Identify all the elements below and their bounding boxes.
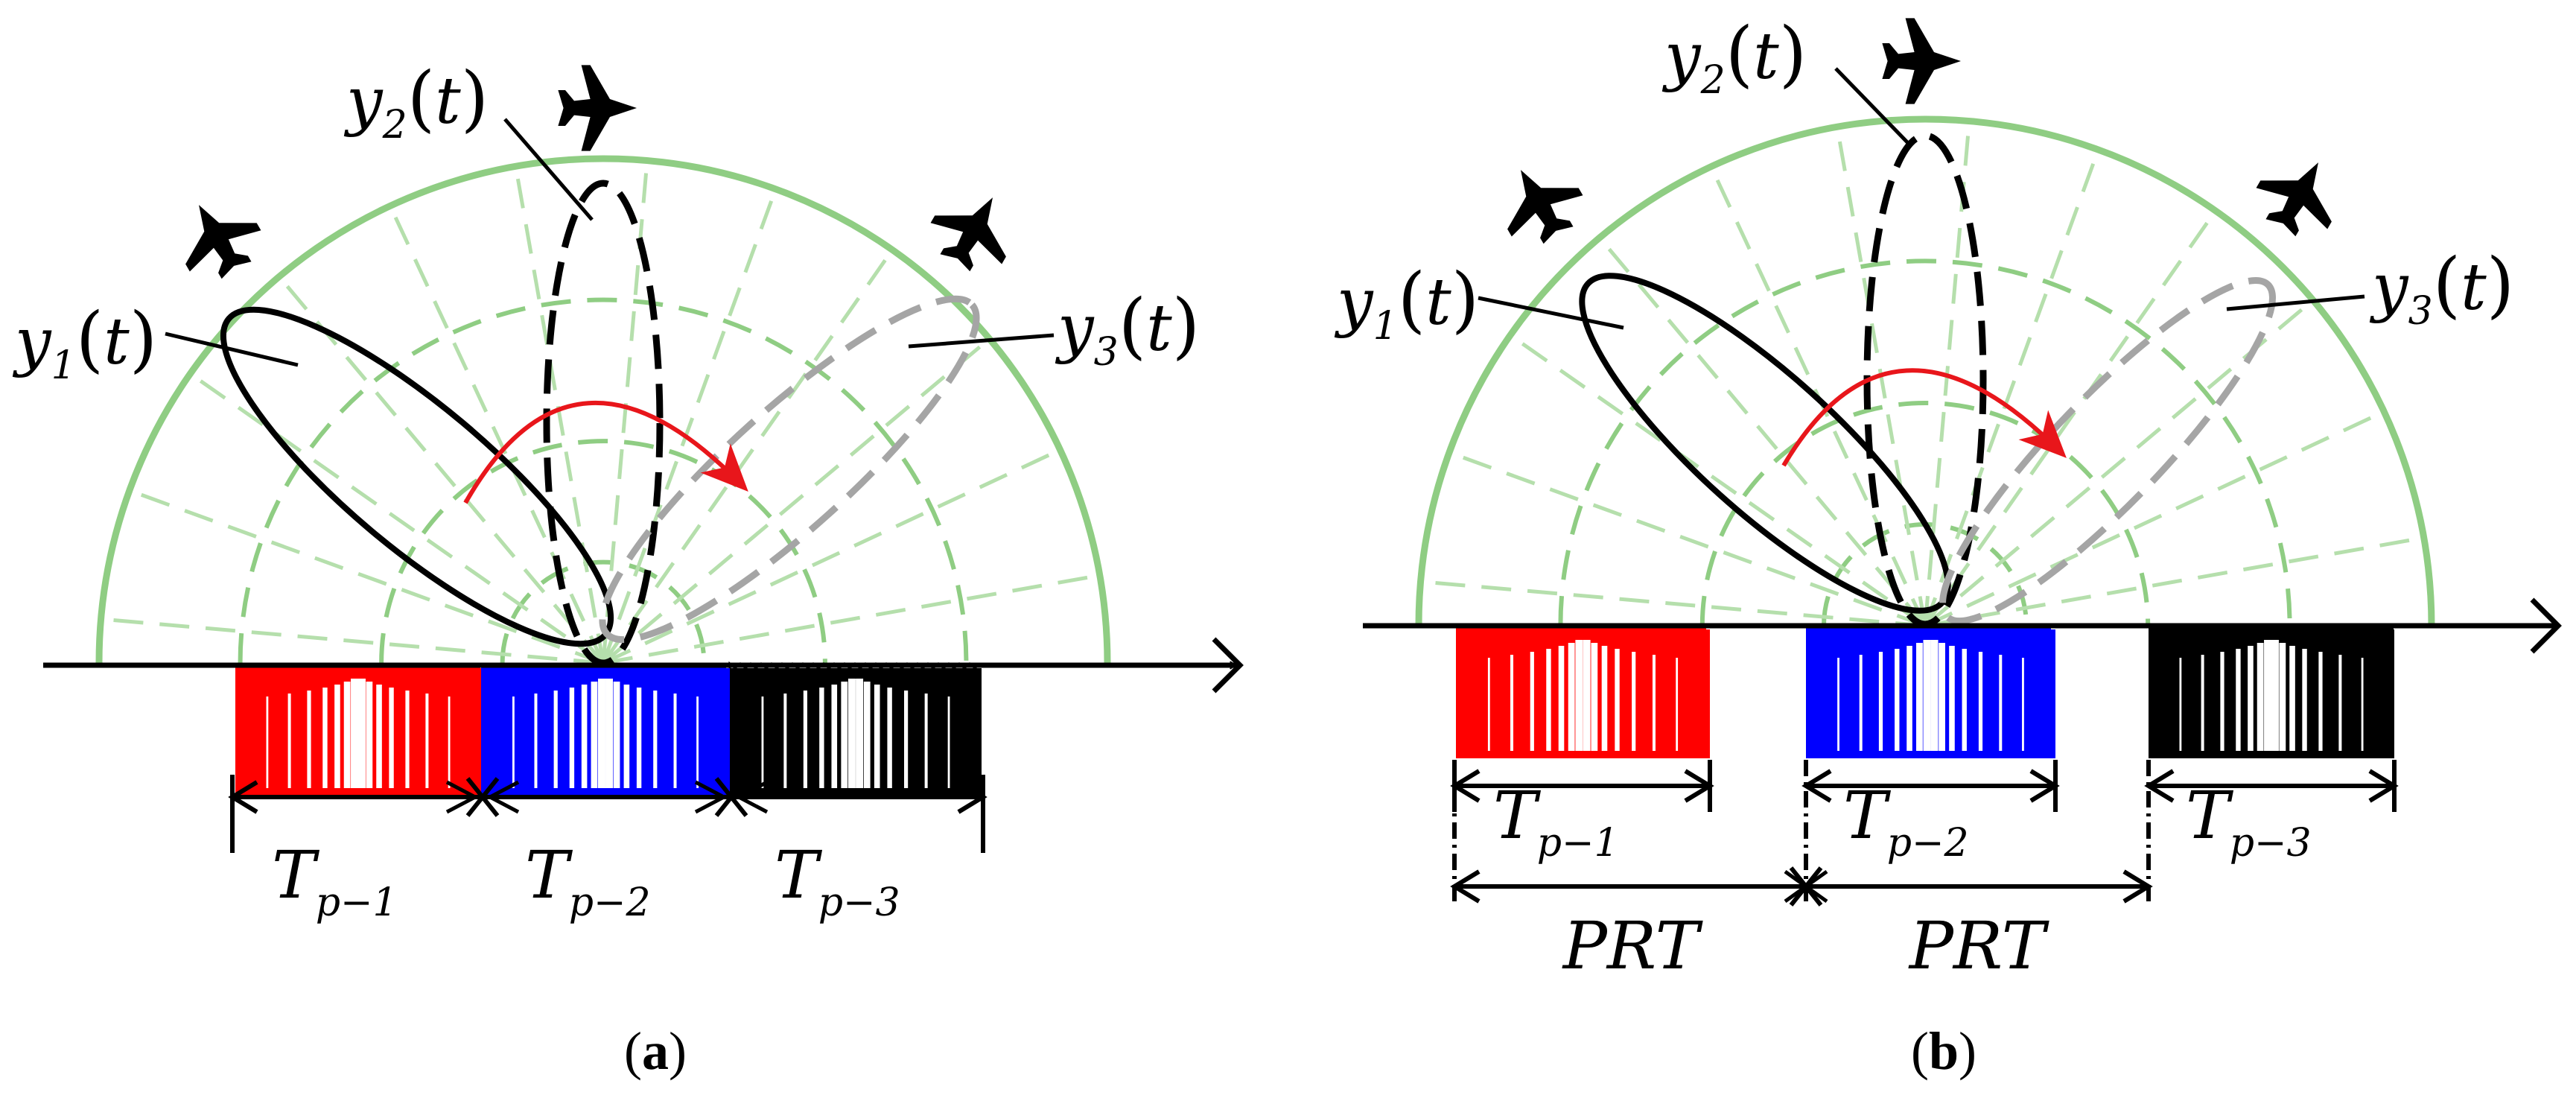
aircraft-icon-1-b	[1485, 149, 1594, 256]
range-ring-3-a	[500, 559, 707, 664]
pulse-3-waveform-b	[2149, 628, 2394, 758]
label-y2-a: y2(t)	[343, 57, 489, 147]
aircraft-icon-1-a	[163, 184, 273, 291]
azimuth-spoke-10-b	[1924, 536, 2425, 628]
label-prt-1-b: PRT	[1562, 907, 1704, 984]
label-y2-b: y2(t)	[1661, 12, 1807, 103]
label-tp2-a: Tp−2	[525, 837, 651, 925]
leader-line-y1-b	[1478, 296, 1624, 330]
beam-y3-lobe-b	[1939, 276, 2276, 625]
panel-b: y1(t) y2(t) y3(t)	[1334, 12, 2562, 1081]
aircraft-icon-3-a	[919, 177, 1028, 284]
pulse-2-waveform-a	[481, 667, 730, 796]
azimuth-spoke-130-b	[1597, 236, 1927, 627]
azimuth-spoke-10-a	[602, 573, 1101, 665]
leader-line-y1-a	[165, 331, 299, 367]
azimuth-spoke-160-a	[128, 489, 604, 665]
azimuth-spoke-25-a	[602, 448, 1061, 665]
beam-y2-lobe-b	[1863, 132, 1987, 628]
azimuth-spoke-25-b	[1924, 410, 2385, 628]
label-prt-2-b: PRT	[1908, 907, 2050, 984]
aircraft-icon-3-b	[2245, 142, 2354, 249]
azimuth-spoke-130-a	[277, 275, 605, 664]
azimuth-spoke-55-b	[1923, 209, 2218, 627]
pulse-body-a2	[481, 668, 730, 796]
outer-range-ring-b	[1415, 115, 2435, 626]
label-tp2-b: Tp−2	[1843, 777, 1969, 866]
leader-line-y3-b	[2226, 294, 2365, 311]
leader-line-y3-a	[908, 333, 1055, 349]
range-ring-1-b	[1558, 258, 2292, 626]
azimuth-spoke-175-b	[1420, 580, 1926, 628]
pulse-width-dimension-a	[228, 775, 988, 853]
azimuth-spoke-145-a	[189, 372, 605, 665]
outer-range-ring-a	[95, 155, 1111, 664]
scan-direction-arrow-a	[463, 401, 748, 504]
pulse-body-b2	[1806, 629, 2055, 758]
azimuth-spoke-145-b	[1509, 333, 1927, 628]
azimuth-spoke-70-a	[601, 188, 777, 664]
label-tp3-b: Tp−3	[2186, 777, 2312, 866]
azimuth-spoke-55-a	[601, 249, 894, 664]
azimuth-spoke-175-a	[101, 617, 604, 665]
pulse-body-b1	[1456, 629, 1710, 758]
label-tp1-b: Tp−1	[1493, 777, 1619, 866]
caption-b: (b)	[1911, 1021, 1976, 1081]
range-ring-2-b	[1699, 400, 2151, 626]
scan-direction-arrow-b	[1781, 368, 2067, 467]
label-tp1-a: Tp−1	[272, 837, 398, 925]
label-y1-a: y1(t)	[12, 297, 157, 388]
pulse-1-waveform-a	[235, 667, 481, 796]
azimuth-spoke-100-a	[513, 165, 605, 664]
aircraft-icon-2-b	[1882, 18, 1961, 104]
azimuth-spoke-70-b	[1923, 149, 2100, 626]
label-tp3-a: Tp−3	[775, 837, 900, 925]
time-axis-arrowhead-b	[2530, 597, 2562, 654]
label-y3-b: y3(t)	[2369, 243, 2514, 334]
pulse-1-waveform-b	[1456, 628, 1710, 758]
pulse-2-waveform-b	[1806, 628, 2055, 758]
caption-a: (a)	[624, 1021, 687, 1081]
leader-line-y2-a	[503, 118, 594, 221]
panel-a: y1(t) y2(t) y3(t) Tp−1	[12, 57, 1244, 1081]
azimuth-spoke-160-b	[1448, 451, 1926, 628]
beam-y3-lobe-a	[599, 295, 980, 644]
azimuth-spoke-115-a	[388, 205, 605, 664]
label-y3-a: y3(t)	[1055, 284, 1200, 375]
pulse-3-waveform-a	[728, 661, 982, 796]
azimuth-spoke-40-a	[602, 337, 991, 664]
pulse-width-dimensions-b	[1450, 760, 2399, 812]
leader-line-y2-b	[1834, 67, 1912, 147]
beam-y1-lobe-a	[220, 306, 614, 647]
label-y1-b: y1(t)	[1334, 258, 1479, 349]
time-axis-arrowhead-a	[1212, 637, 1244, 694]
range-ring-1-a	[238, 297, 969, 664]
prt-dimensions-b	[1450, 760, 2153, 907]
aircraft-icon-2-a	[558, 65, 637, 151]
pulse-body-a3	[730, 668, 982, 796]
